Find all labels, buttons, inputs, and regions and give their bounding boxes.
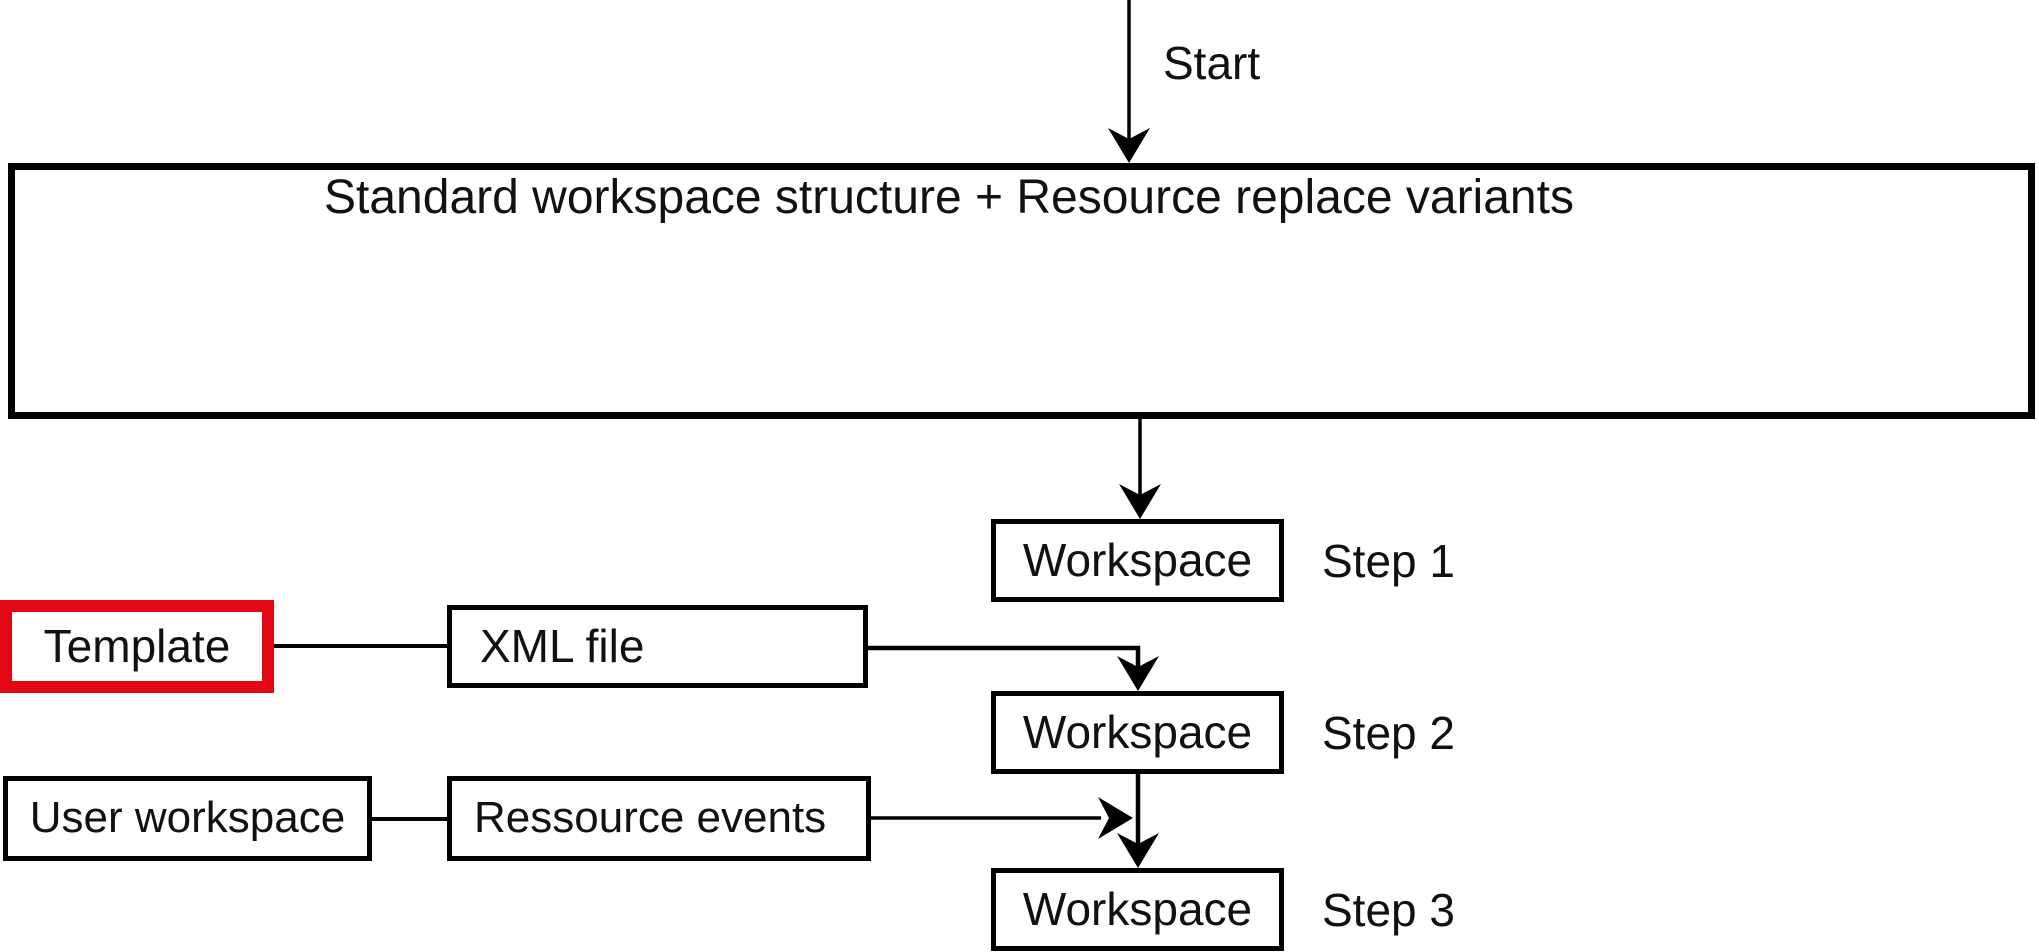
template-box-label: Template [43, 620, 231, 673]
resource-to-junction-head [1098, 797, 1133, 839]
step-label-2: Step 2 [1322, 706, 1455, 759]
main-box [8, 163, 2035, 419]
workspace-box-step-3-label: Workspace [1022, 883, 1253, 936]
user-workspace-box-label: User workspace [29, 793, 346, 843]
start-label: Start [1163, 37, 1261, 89]
workspace-box-step-3: Workspace [991, 868, 1284, 951]
workspace-box-step-2: Workspace [991, 691, 1284, 774]
xml-to-ws2-head [1117, 656, 1159, 691]
xml-file-box-label: XML file [480, 620, 645, 673]
ws2-to-ws3-head [1117, 833, 1159, 868]
resource-events-box-label: Ressource events [474, 793, 827, 843]
xml-file-box: XML file [447, 605, 868, 688]
template-box: Template [0, 600, 274, 693]
start-arrow-head [1108, 128, 1150, 163]
resource-events-box: Ressource events [447, 776, 871, 861]
step-label-3: Step 3 [1322, 883, 1455, 936]
main-box-label: Standard workspace structure + Resource … [324, 171, 1574, 224]
workspace-box-step-2-label: Workspace [1022, 706, 1253, 759]
workspace-box-step-1-label: Workspace [1022, 534, 1253, 587]
step-label-1: Step 1 [1322, 534, 1455, 587]
mainbox-to-ws1-head [1119, 484, 1161, 519]
xml-to-ws2-line [868, 645, 1141, 669]
workspace-box-step-1: Workspace [991, 519, 1284, 602]
user-workspace-box: User workspace [3, 776, 372, 861]
